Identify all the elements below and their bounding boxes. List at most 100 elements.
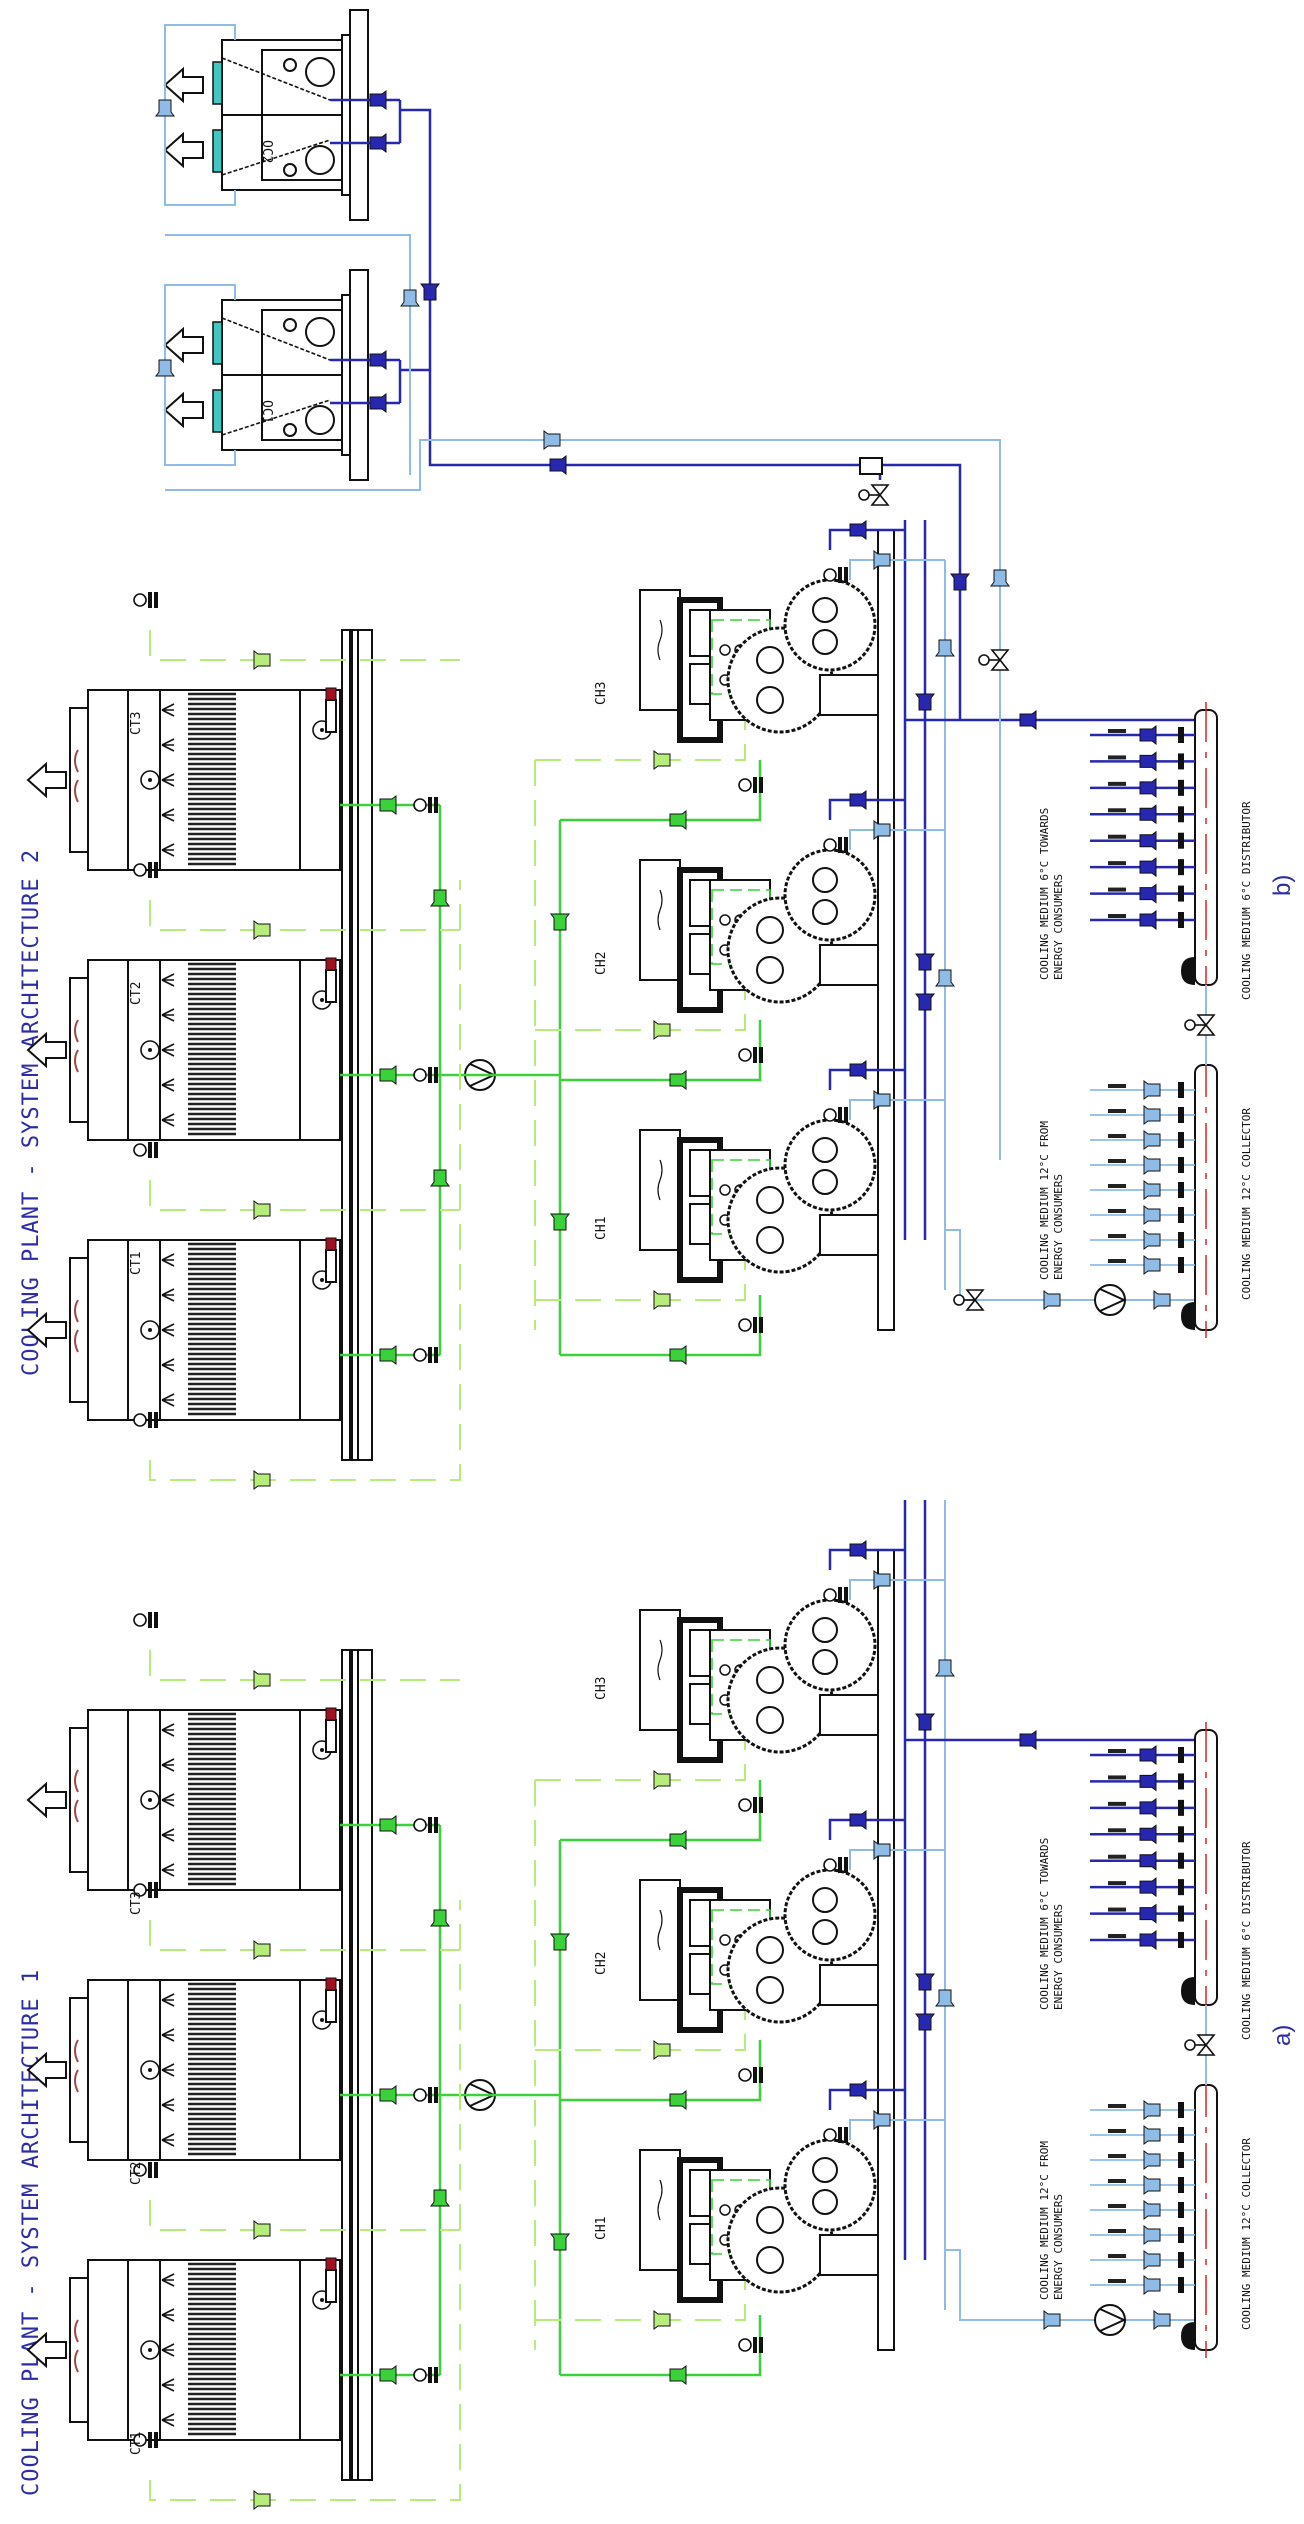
branch-valve <box>1178 1879 1184 1896</box>
fan-silencer <box>69 1727 89 1873</box>
flow-direction-icon <box>155 359 175 377</box>
spray-nozzle-icon <box>161 2378 175 2392</box>
control-panel <box>639 1879 681 2001</box>
signature-mark <box>657 1909 663 1951</box>
chiller-condenser-supply <box>560 2040 762 2102</box>
flow-direction-icon <box>549 455 567 475</box>
silencer-mark <box>74 1799 79 1823</box>
arch2-distributor-note-2: ENERGY CONSUMERS <box>1052 874 1065 980</box>
flow-direction-icon <box>1143 1255 1161 1275</box>
spray-nozzle-icon <box>161 1993 175 2007</box>
spray-nozzle-icon <box>161 1828 175 1842</box>
evaporator-shell <box>783 1598 877 1692</box>
fan-discharge-arrow-icon <box>27 763 67 797</box>
flow-direction-icon <box>430 1909 450 1927</box>
flow-direction-icon <box>669 2090 687 2110</box>
arch1-ch3-tag: CH3 <box>594 1677 609 1700</box>
arch2-ct1-tag: CT1 <box>129 1252 144 1275</box>
flow-direction-icon <box>915 1713 935 1731</box>
flow-direction-icon <box>1143 1130 1161 1150</box>
chiller-evaporator-return <box>849 2119 945 2140</box>
flow-direction-icon <box>1153 1290 1171 1310</box>
spray-nozzle-icon <box>161 2098 175 2112</box>
motor-detail <box>719 1934 731 1946</box>
control-panel <box>639 1609 681 1731</box>
flow-direction-icon <box>935 1659 955 1677</box>
motor-detail <box>719 2204 731 2216</box>
arch2-ch1-tag: CH1 <box>594 1217 609 1240</box>
gauge-icon <box>140 2060 160 2080</box>
flow-direction-icon <box>369 393 387 413</box>
flow-direction-icon <box>849 1540 867 1560</box>
level-switch <box>325 2257 337 2271</box>
chilled-pump-icon <box>1094 2304 1126 2336</box>
flow-direction-icon <box>1143 1105 1161 1125</box>
flow-direction-icon <box>653 2310 671 2330</box>
spray-nozzle-icon <box>161 1078 175 1092</box>
flow-direction-icon <box>1019 1730 1037 1750</box>
flow-direction-icon <box>1043 2310 1061 2330</box>
heater <box>325 1249 337 1283</box>
level-switch <box>325 687 337 701</box>
spray-nozzle-icon <box>161 1323 175 1337</box>
distributor-manifold <box>1090 1722 1218 2013</box>
flow-direction-icon <box>379 1815 397 1835</box>
architecture-1-sublabel: a) <box>1269 2025 1296 2046</box>
instrument-icon <box>738 2066 764 2084</box>
instrument-icon <box>413 1816 439 1834</box>
tower-structure <box>357 629 373 1461</box>
flow-direction-icon <box>379 2085 397 2105</box>
chiller-condenser-supply <box>560 1020 762 1082</box>
condenser-return-branch <box>149 900 460 931</box>
chiller-base <box>819 1964 881 2006</box>
flow-direction-icon <box>915 1973 935 1991</box>
flow-direction-icon <box>1139 1877 1157 1897</box>
flow-direction-icon <box>1019 710 1037 730</box>
evaporator-nozzle <box>812 1169 838 1195</box>
flow-direction-icon <box>873 550 891 570</box>
branch-valve <box>1178 1182 1184 1198</box>
evaporator-nozzle <box>812 1919 838 1945</box>
cooling-tower <box>27 1237 341 1421</box>
flow-direction-icon <box>1143 2225 1161 2245</box>
flow-direction-icon <box>379 2365 397 2385</box>
flow-direction-icon <box>1143 1205 1161 1225</box>
fan-silencer <box>69 1997 89 2143</box>
spray-nozzle-icon <box>161 1358 175 1372</box>
condenser-nozzle <box>756 1666 784 1694</box>
arch2-distributor-note-1: COOLING MEDIUM 6°C TOWARDS <box>1038 808 1051 980</box>
fan-discharge-arrow-icon <box>164 68 204 102</box>
chiller-base <box>819 674 881 716</box>
flow-direction-icon <box>1139 1824 1157 1844</box>
flow-direction-icon <box>1143 2175 1161 2195</box>
chiller-condenser-supply <box>560 1780 762 1842</box>
control-panel <box>639 1129 681 1251</box>
condenser-nozzle <box>756 956 784 984</box>
chiller <box>639 848 881 1013</box>
consumer-label-mark <box>1108 834 1126 839</box>
architecture-1 <box>27 1500 1218 2510</box>
gauge-icon <box>140 1320 160 1340</box>
architecture-1-title: COOLING PLANT - SYSTEM ARCHITECTURE 1 <box>19 1969 44 2496</box>
chiller-condenser-supply <box>560 2315 762 2377</box>
flow-direction-icon <box>550 2233 570 2251</box>
dry-cooler-frame <box>261 309 343 441</box>
branch-valve <box>1178 2227 1184 2243</box>
arch1-distributor-title: COOLING MEDIUM 6°C DISTRIBUTOR <box>1240 1841 1253 2040</box>
consumer-label-mark <box>1108 2129 1126 2133</box>
branch-valve <box>1178 753 1184 770</box>
consumer-label-mark <box>1108 1109 1126 1113</box>
consumer-label-mark <box>1108 808 1126 813</box>
collector-manifold <box>1090 1057 1218 1338</box>
spray-nozzle-icon <box>161 1008 175 1022</box>
flow-direction-icon <box>253 920 271 940</box>
consumer-label-mark <box>1108 2104 1126 2108</box>
evaporator-shell <box>783 848 877 942</box>
flow-direction-icon <box>935 1989 955 2007</box>
architecture-2-sublabel: b) <box>1269 875 1296 896</box>
spray-nozzle-icon <box>161 2273 175 2287</box>
dry-cooler-coil-line <box>221 317 331 436</box>
arch2-ch2-tag: CH2 <box>594 952 609 975</box>
condenser-nozzle <box>756 1936 784 1964</box>
